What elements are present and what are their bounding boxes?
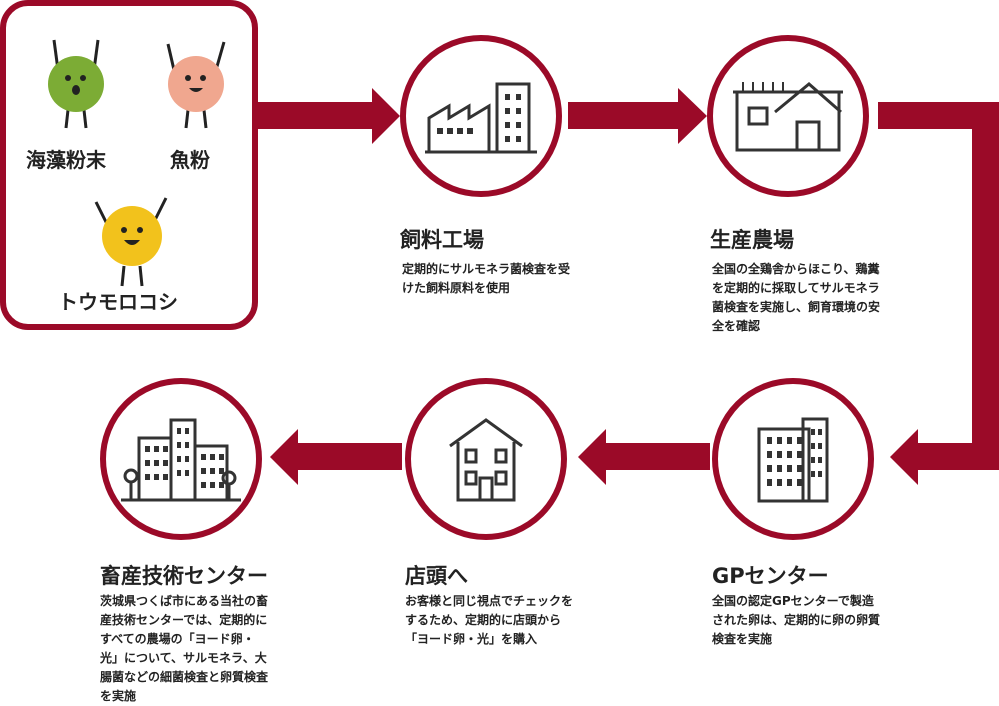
ingredient-label-fishmeal: 魚粉 — [170, 148, 210, 172]
shop-house-icon — [449, 418, 523, 502]
arrow-right-vertical — [972, 102, 999, 470]
ingredient-label-corn: トウモロコシ — [58, 290, 178, 314]
city-buildings-icon — [121, 418, 241, 502]
stage-circle-farm — [707, 35, 869, 197]
stage-circle-tech-center — [100, 378, 262, 540]
office-building-icon — [757, 417, 829, 503]
ingredients-box: 海藻粉末 魚粉 トウモロコシ — [0, 0, 258, 330]
stage-desc-store: お客様と同じ視点でチェックをするため、定期的に店頭から「ヨード卵・光」を購入 — [405, 594, 574, 646]
stage-title-factory: 飼料工場 — [400, 228, 484, 252]
stage-title-gp-center: GPセンター — [712, 564, 829, 588]
arrowhead-to-shop — [578, 429, 606, 485]
factory-icon — [425, 82, 537, 154]
corn-character-icon — [94, 197, 168, 287]
seaweed-character-icon — [48, 39, 104, 129]
arrow-ingredients-to-factory — [255, 102, 380, 129]
stage-desc-gp-center: 全国の認定GPセンターで製造された卵は、定期的に卵の卵質検査を実施 — [712, 594, 881, 646]
fishmeal-character-icon — [166, 41, 226, 129]
arrow-gp-to-shop — [600, 443, 710, 470]
stage-circle-factory — [400, 35, 562, 197]
arrow-to-gp-bar — [912, 443, 999, 470]
arrowhead-to-farm — [678, 88, 707, 144]
arrow-shop-to-tech — [292, 443, 402, 470]
stage-title-store: 店頭へ — [405, 564, 468, 588]
farmhouse-icon — [733, 82, 843, 152]
stage-desc-tech-center: 茨城県つくば市にある当社の畜産技術センターでは、定期的にすべての農場の「ヨード卵… — [100, 594, 269, 703]
stage-desc-farm: 全国の全鶏舎からほこり、鶏糞を定期的に採取してサルモネラ菌検査を実施し、飼育環境… — [712, 262, 881, 333]
arrowhead-to-tech — [270, 429, 298, 485]
stage-circle-store — [405, 378, 567, 540]
stage-circle-gp-center — [712, 378, 874, 540]
stage-desc-factory: 定期的にサルモネラ菌検査を受けた飼料原料を使用 — [402, 262, 571, 295]
arrow-factory-to-farm — [568, 102, 688, 129]
arrowhead-to-factory — [372, 88, 400, 144]
arrowhead-to-gp — [890, 429, 918, 485]
stage-title-farm: 生産農場 — [710, 228, 794, 252]
ingredient-label-seaweed: 海藻粉末 — [26, 148, 106, 172]
stage-title-tech-center: 畜産技術センター — [100, 564, 268, 588]
